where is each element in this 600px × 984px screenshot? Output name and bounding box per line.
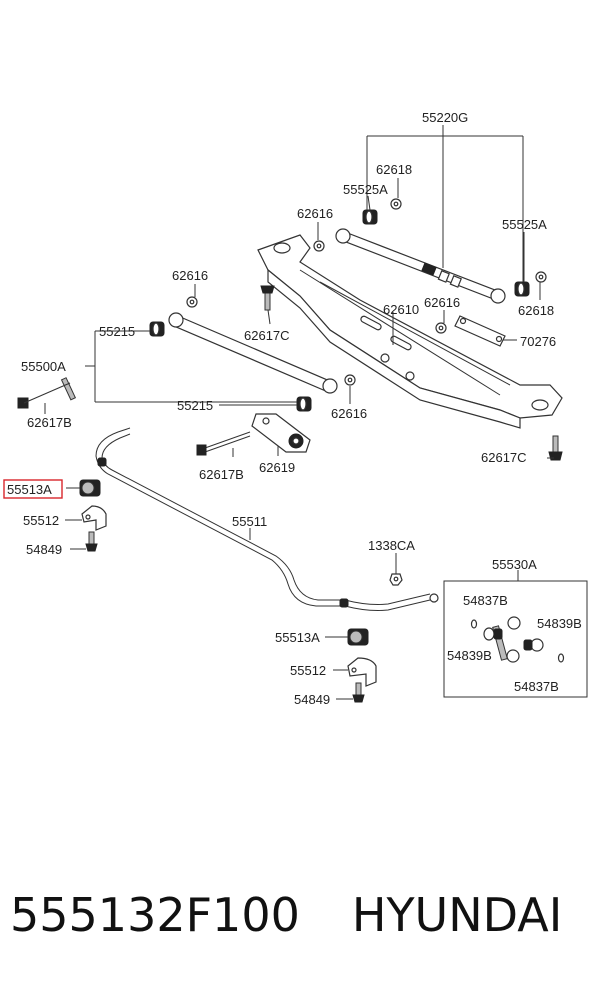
- label-54837B-bottom: 54837B: [514, 679, 559, 694]
- bushing-55513A-left: [79, 479, 101, 497]
- clamp-55512-left: [81, 505, 107, 531]
- label-62618-right: 62618: [518, 303, 554, 318]
- clamp-55512-right: [347, 657, 377, 687]
- lower-arm-55500A: [168, 312, 338, 394]
- label-62616-top: 62616: [297, 206, 333, 221]
- label-62617C-left: 62617C: [244, 328, 290, 343]
- upper-arm-55220G: [335, 228, 506, 304]
- label-62616-arm: 62616: [172, 268, 208, 283]
- label-55512-right: 55512: [290, 663, 326, 678]
- label-54837B-top: 54837B: [463, 593, 508, 608]
- label-55513A-right: 55513A: [275, 630, 320, 645]
- washer-62616-mid: [435, 322, 447, 334]
- stabilizer-bar-55511: [95, 427, 439, 611]
- label-62610: 62610: [383, 302, 419, 317]
- part-labels: 55220G 62618 55525A 62616 55525A 62616 6…: [7, 110, 582, 707]
- label-62617B-left: 62617B: [27, 415, 72, 430]
- bushing-55215-lower: [296, 396, 312, 412]
- plate-70276: [454, 315, 506, 347]
- label-55530A: 55530A: [492, 557, 537, 572]
- label-55525A-upper: 55525A: [343, 182, 388, 197]
- highlight-box: [3, 479, 63, 499]
- bushing-55525A-upper: [362, 198, 402, 225]
- label-55500A: 55500A: [21, 359, 66, 374]
- crossmember-62610: [257, 234, 563, 429]
- label-62617C-right: 62617C: [481, 450, 527, 465]
- bolt-62617C-right: [548, 435, 563, 461]
- label-62616-mid: 62616: [424, 295, 460, 310]
- label-55525A-right: 55525A: [502, 217, 547, 232]
- bushing-55513A-right: [347, 628, 369, 646]
- label-62617B-mid: 62617B: [199, 467, 244, 482]
- label-55511: 55511: [232, 514, 267, 529]
- label-54839B-left: 54839B: [447, 648, 492, 663]
- washer-62616-arm: [186, 296, 198, 308]
- label-1338CA: 1338CA: [368, 538, 415, 553]
- label-54839B-right: 54839B: [537, 616, 582, 631]
- bracket-62619: [251, 413, 311, 453]
- label-54849-right: 54849: [294, 692, 330, 707]
- label-62619: 62619: [259, 460, 295, 475]
- link-kit-55530A: [443, 580, 588, 698]
- bolt-54849-right: [352, 682, 365, 703]
- bushing-55525A-right: [514, 271, 547, 297]
- leader-lines: [44, 125, 554, 700]
- label-55215-upper: 55215: [99, 324, 135, 339]
- label-55215-lower: 55215: [177, 398, 213, 413]
- bolt-62617B-left: [17, 377, 77, 409]
- washer-62616-arm-low: [344, 374, 356, 386]
- washer-62616-top: [313, 240, 325, 252]
- bolt-62617B-mid: [196, 431, 251, 456]
- bushing-55215-upper: [149, 321, 165, 337]
- label-54849-left: 54849: [26, 542, 62, 557]
- brand-name: HYUNDAI: [351, 888, 563, 942]
- part-number-footer: 555132F100 HYUNDAI: [10, 875, 590, 955]
- nut-1338CA: [389, 573, 403, 586]
- bolt-54849-left: [85, 531, 98, 552]
- bolt-62617C-left: [260, 285, 275, 311]
- part-number: 555132F100: [10, 888, 300, 942]
- label-55220G: 55220G: [422, 110, 468, 125]
- parts-diagram: 55220G 62618 55525A 62616 55525A 62616 6…: [3, 110, 588, 707]
- label-55512-left: 55512: [23, 513, 59, 528]
- label-55513A-left: 55513A: [7, 482, 52, 497]
- label-62616-arm-low: 62616: [331, 406, 367, 421]
- label-70276: 70276: [520, 334, 556, 349]
- label-62618-upper: 62618: [376, 162, 412, 177]
